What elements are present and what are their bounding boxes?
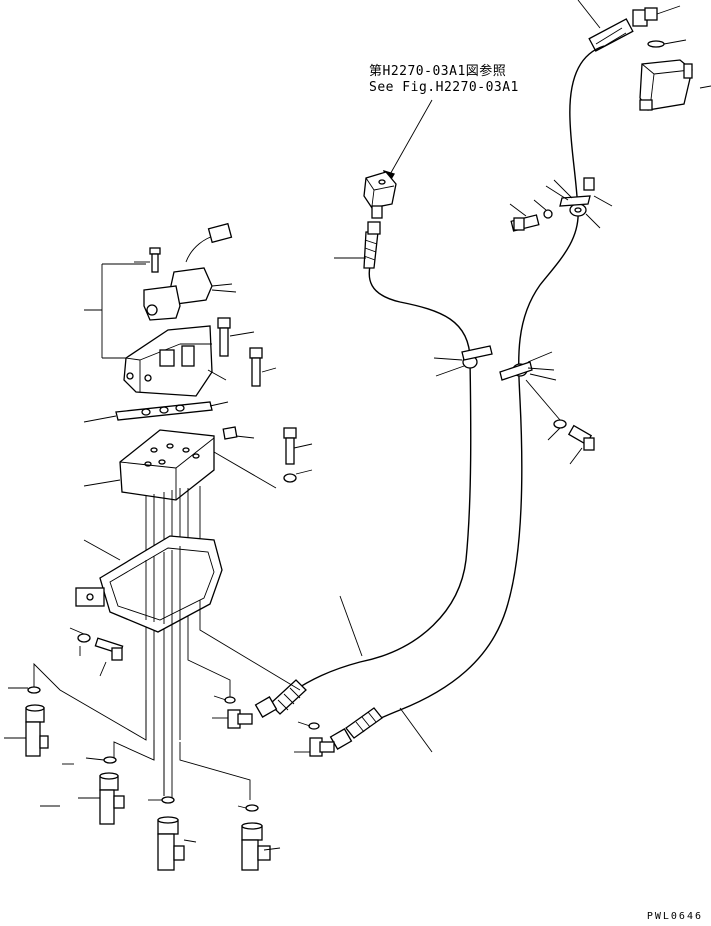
- bracket-bolt-washer: [69, 627, 124, 677]
- solenoid-valve-assembly: [84, 222, 277, 397]
- hose-fitting-right: [329, 707, 383, 750]
- hose-fitting-top: [363, 221, 381, 269]
- sensor-hose-routing: [33, 600, 301, 800]
- gasket-strip: [83, 401, 229, 423]
- hose-fitting-middle: [254, 679, 307, 718]
- hose-middle: [291, 257, 472, 693]
- bolt-washer-right: [547, 419, 595, 465]
- pressure-sensor-2: [40, 772, 125, 825]
- mounting-bracket: [75, 535, 223, 633]
- reference-label-english: See Fig.H2270-03A1: [369, 80, 519, 95]
- connector-block: [363, 171, 397, 219]
- pressure-sensor-1: [4, 704, 49, 757]
- clamp-upper-right: [509, 177, 613, 232]
- clamp-middle-left: [433, 345, 493, 377]
- reference-label-japanese: 第H2270-03A1図参照: [369, 64, 507, 79]
- manifold-block: [83, 426, 313, 501]
- elbow-fittings: [212, 709, 335, 757]
- top-right-valve-assembly: [577, 0, 711, 111]
- drawing-code: PWL0646: [646, 911, 703, 922]
- clamp-middle-right: [499, 351, 561, 421]
- pressure-sensor-3: [157, 816, 197, 871]
- o-rings: [8, 686, 320, 812]
- pressure-sensor-4: [241, 822, 281, 871]
- reference-arrow: [383, 99, 433, 186]
- hose-right: [354, 45, 605, 733]
